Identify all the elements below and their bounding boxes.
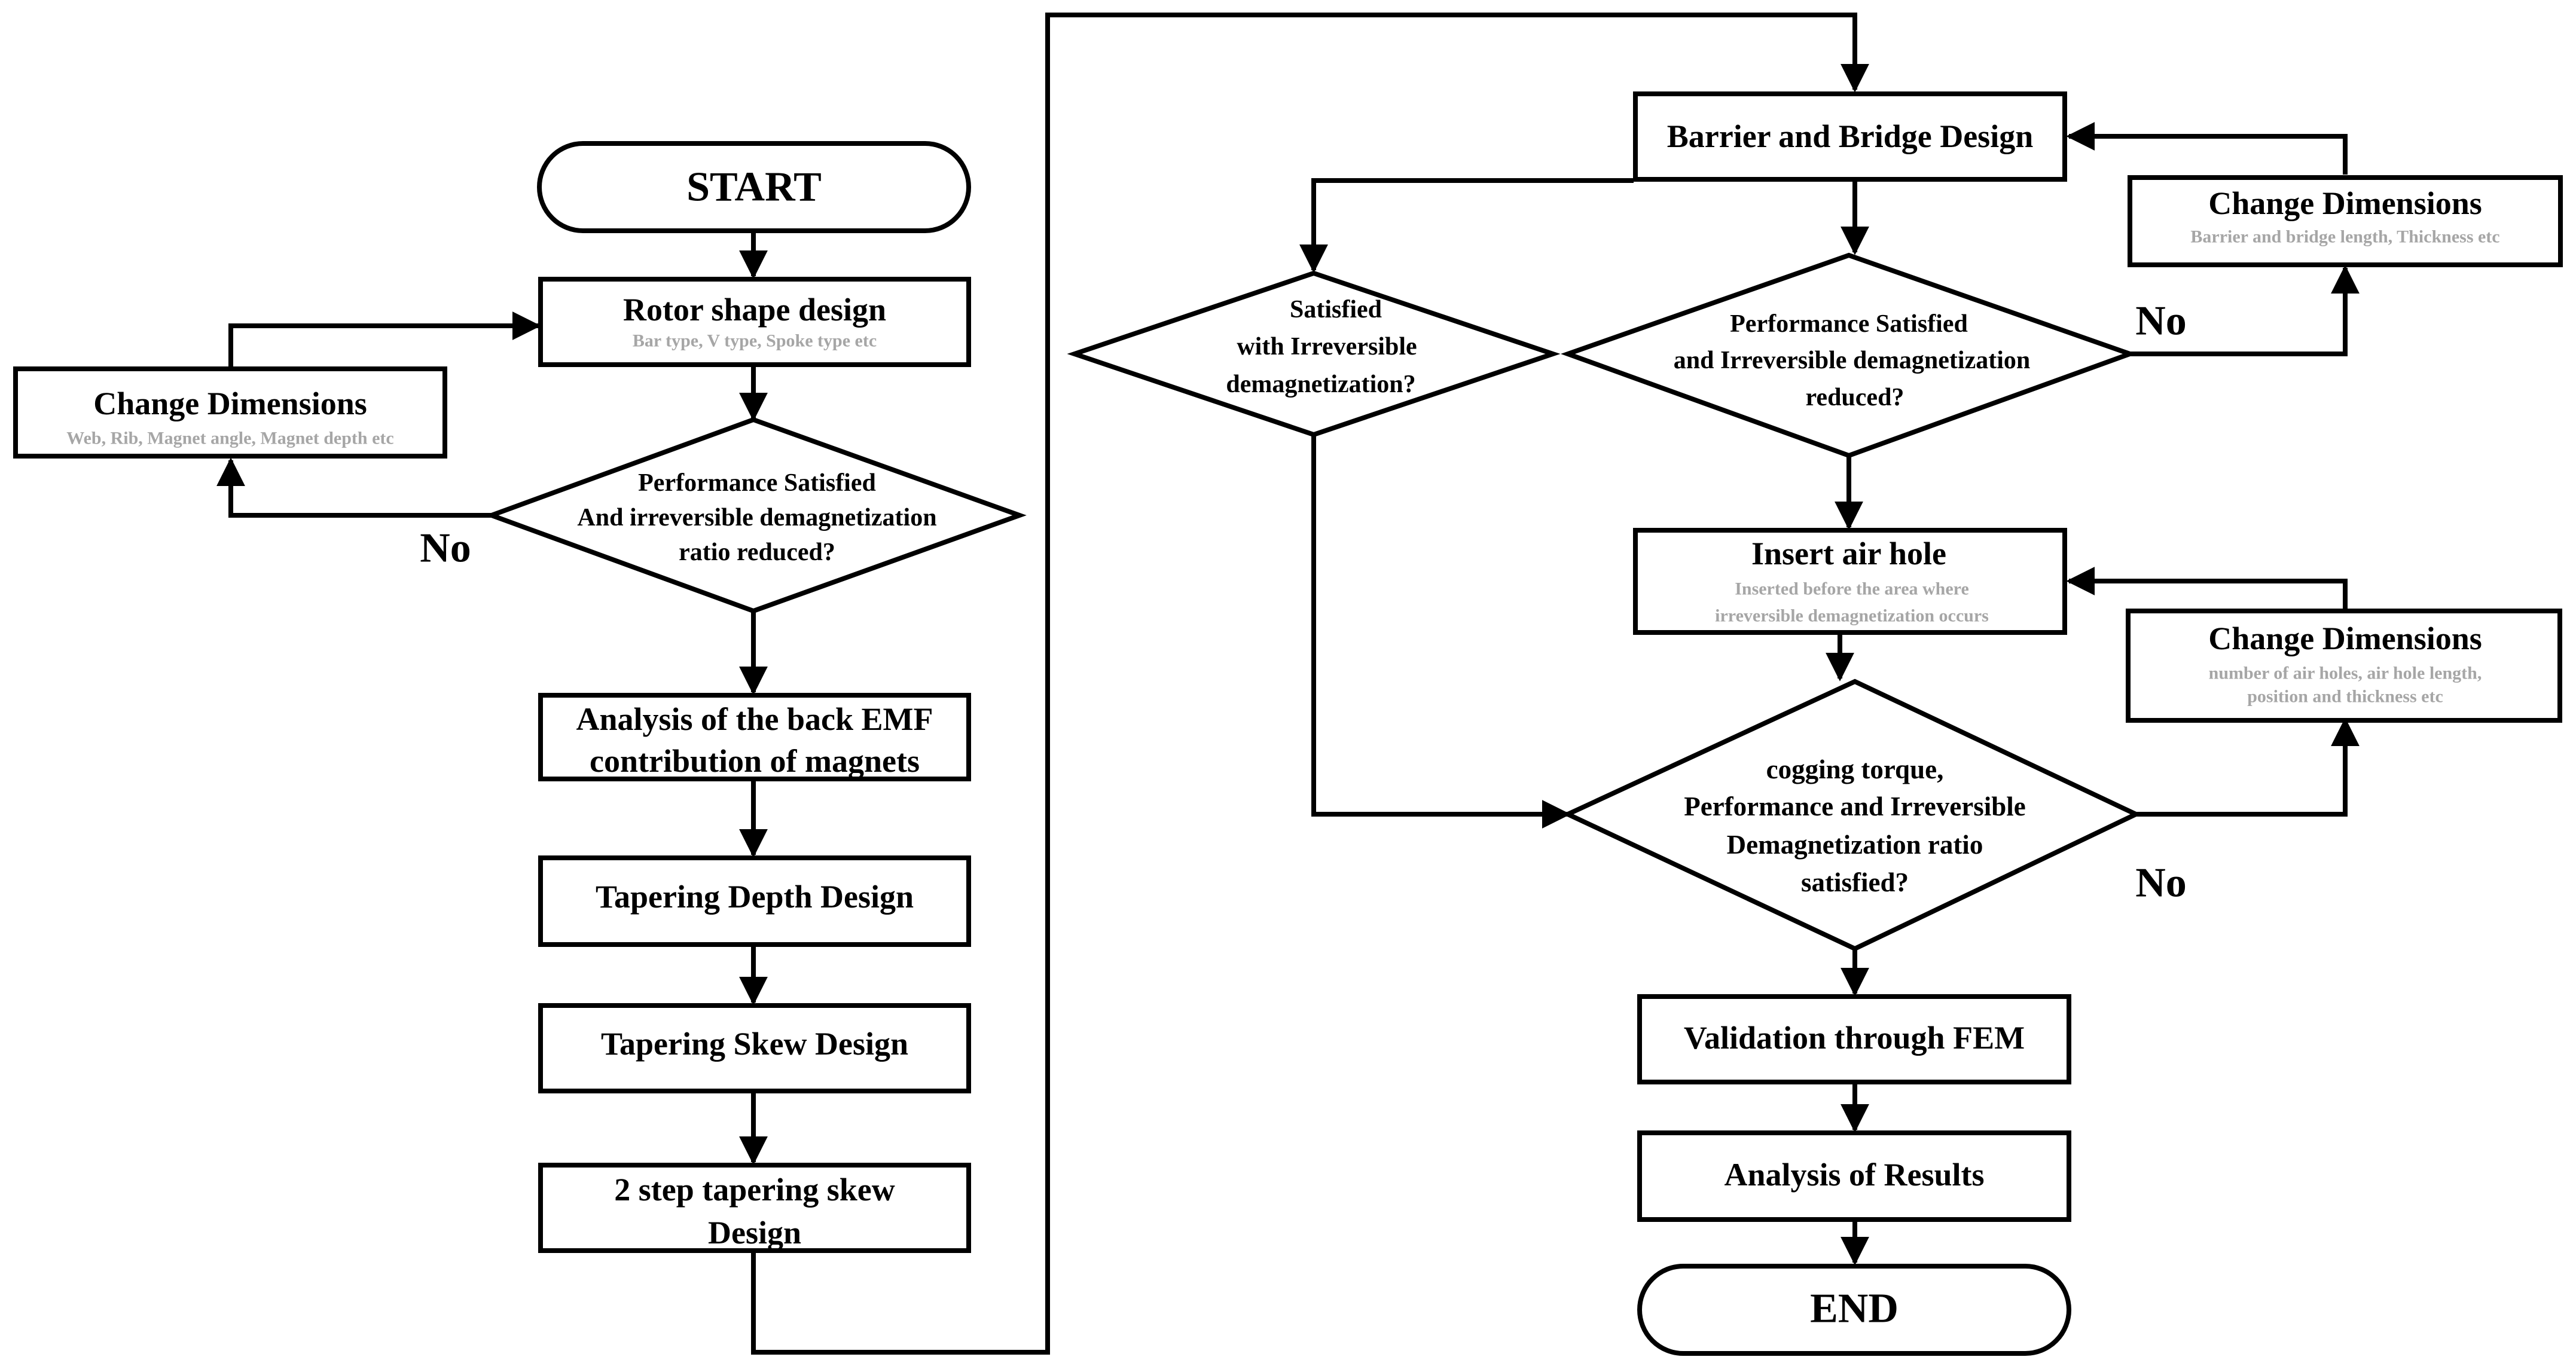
no-label-bottom-right: No (2135, 860, 2187, 906)
insert-air-hole-box: Insert air hole Inserted before the area… (1633, 528, 2067, 635)
change-dimensions-left-subtitle: Web, Rib, Magnet angle, Magnet depth etc (66, 429, 393, 448)
analysis-results-box: Analysis of Results (1637, 1130, 2071, 1222)
start-terminal: START (537, 141, 971, 233)
insert-air-hole-subtitle-1: Inserted before the area where (1735, 579, 1969, 599)
arrow-barrier-to-satisfied (1299, 178, 1634, 273)
connectors (216, 13, 2360, 1355)
change-dimensions-bottom-right-subtitle-2: position and thickness etc (2247, 687, 2443, 707)
arrow-change1-to-barrier (2066, 122, 2348, 175)
analysis-results-label: Analysis of Results (1724, 1157, 1984, 1193)
end-label: END (1810, 1286, 1899, 1332)
back-emf-box: Analysis of the back EMF contribution of… (538, 693, 971, 781)
cogging-decision-line-1: cogging torque, (1766, 754, 1944, 784)
decision-left-line-1: Performance Satisfied (638, 469, 876, 497)
tapering-skew-label: Tapering Skew Design (601, 1026, 908, 1062)
tapering-skew-box: Tapering Skew Design (538, 1003, 971, 1093)
cogging-decision-line-2: Performance and Irreversible (1684, 791, 2026, 821)
change-dimensions-top-right: Change Dimensions Barrier and bridge len… (2128, 175, 2563, 267)
performance-decision-line-1: Performance Satisfied (1730, 310, 1968, 338)
performance-decision-line-2: and Irreversible demagnetization (1674, 347, 2031, 374)
decision-left-line-2: And irreversible demagnetization (577, 504, 936, 531)
barrier-bridge-box: Barrier and Bridge Design (1633, 91, 2067, 182)
tapering-depth-label: Tapering Depth Design (596, 879, 914, 915)
change-dimensions-bottom-right-title: Change Dimensions (2208, 621, 2482, 656)
cogging-decision-line-4: satisfied? (1801, 867, 1909, 897)
decision-left: Performance Satisfied And irreversible d… (484, 417, 1027, 614)
satisfied-decision-line-2: with Irreversible (1237, 333, 1417, 360)
insert-air-hole-subtitle-2: irreversible demagnetization occurs (1715, 606, 1989, 626)
performance-decision: Performance Satisfied and Irreversible d… (1561, 252, 2137, 459)
decision-left-line-3: ratio reduced? (679, 539, 835, 566)
rotor-shape-title: Rotor shape design (623, 292, 886, 328)
rotor-shape-box: Rotor shape design Bar type, V type, Spo… (538, 277, 971, 367)
arrow-decision-no-to-change (216, 457, 492, 518)
validation-fem-box: Validation through FEM (1637, 994, 2071, 1084)
barrier-bridge-label: Barrier and Bridge Design (1667, 118, 2033, 154)
no-label-left: No (420, 525, 471, 572)
satisfied-decision-line-1: Satisfied (1290, 296, 1382, 323)
arrow-satisfied-to-cogging (1311, 435, 1571, 829)
start-label: START (686, 164, 822, 210)
two-step-skew-box: 2 step tapering skew Design (538, 1163, 971, 1253)
change-dimensions-top-right-subtitle: Barrier and bridge length, Thickness etc (2190, 227, 2499, 247)
back-emf-line-2: contribution of magnets (590, 743, 920, 779)
arrow-twostep-to-barrier (751, 13, 1869, 1355)
cogging-decision: cogging torque, Performance and Irrevers… (1562, 679, 2142, 952)
insert-air-hole-title: Insert air hole (1751, 536, 1946, 572)
rotor-shape-subtitle: Bar type, V type, Spoke type etc (633, 331, 877, 351)
no-label-top-right: No (2135, 298, 2187, 344)
back-emf-line-1: Analysis of the back EMF (576, 701, 933, 737)
performance-decision-line-3: reduced? (1806, 384, 1904, 411)
change-dimensions-left: Change Dimensions Web, Rib, Magnet angle… (13, 366, 447, 459)
arrow-change2-to-airhole (2066, 567, 2348, 611)
tapering-depth-box: Tapering Depth Design (538, 855, 971, 947)
change-dimensions-left-title: Change Dimensions (93, 386, 367, 421)
satisfied-decision: Satisfied with Irreversible demagnetizat… (1067, 270, 1561, 438)
arrow-perf-no-to-change1 (2130, 265, 2360, 356)
cogging-decision-line-3: Demagnetization ratio (1727, 830, 1983, 860)
two-step-skew-line-1: 2 step tapering skew (614, 1172, 895, 1208)
validation-fem-label: Validation through FEM (1684, 1020, 2025, 1056)
arrow-cogging-no-to-change2 (2136, 717, 2360, 817)
change-dimensions-bottom-right: Change Dimensions number of air holes, a… (2126, 609, 2562, 723)
change-dimensions-top-right-title: Change Dimensions (2208, 185, 2482, 221)
satisfied-decision-line-3: demagnetization? (1226, 371, 1415, 398)
two-step-skew-line-2: Design (708, 1215, 801, 1251)
arrow-change-to-rotor (228, 311, 541, 368)
change-dimensions-bottom-right-subtitle-1: number of air holes, air hole length, (2209, 664, 2482, 683)
end-terminal: END (1637, 1264, 2071, 1356)
